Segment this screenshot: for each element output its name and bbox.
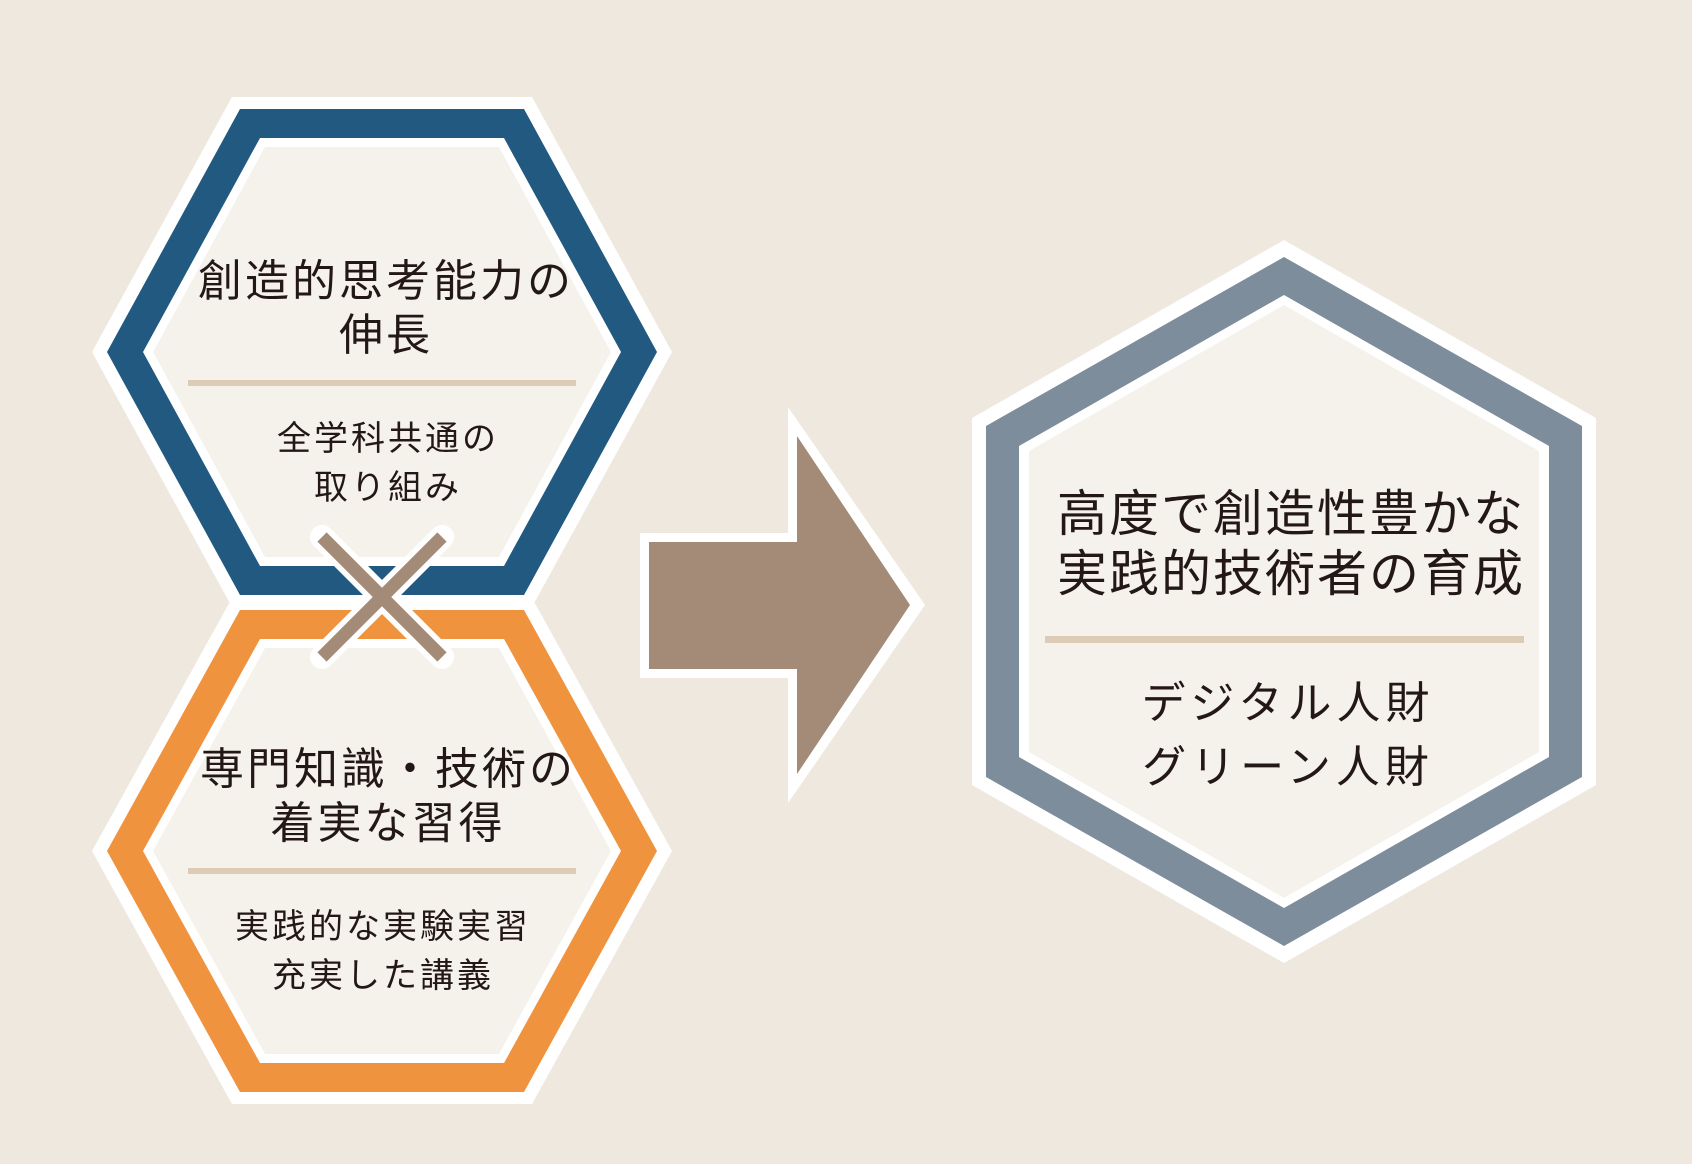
- hexagon-creative-thinking: 創造的思考能力の 伸長 全学科共通の 取り組み: [92, 97, 672, 607]
- heading-line-1: 専門知識・技術の: [200, 744, 576, 795]
- sub-line-1: 実践的な実験実習: [235, 907, 531, 947]
- divider-line: [188, 868, 576, 874]
- heading-line-1: 高度で創造性豊かな: [1057, 485, 1525, 543]
- hexagon-fill: [1029, 305, 1539, 898]
- sub-line-1: 全学科共通の: [277, 419, 499, 459]
- divider-line: [188, 380, 576, 386]
- hexagon-specialized-knowledge: 専門知識・技術の 着実な習得 実践的な実験実習 充実した講義: [92, 598, 672, 1104]
- heading-line-2: 着実な習得: [271, 798, 506, 849]
- heading-line-2: 伸長: [339, 310, 433, 361]
- heading-line-2: 実践的技術者の育成: [1057, 545, 1525, 603]
- sub-line-1: デジタル人財: [1141, 678, 1434, 729]
- sub-line-2: 充実した講義: [272, 956, 494, 996]
- sub-line-2: 取り組み: [314, 468, 462, 508]
- hexagon-goal: 高度で創造性豊かな 実践的技術者の育成 デジタル人財 グリーン人財: [972, 240, 1596, 963]
- sub-line-2: グリーン人財: [1142, 742, 1434, 793]
- heading-line-1: 創造的思考能力の: [198, 256, 574, 307]
- right-arrow-icon: [640, 407, 925, 803]
- arrow-body: [649, 436, 910, 774]
- multiply-cross-icon: [310, 525, 454, 669]
- hexagon-fill: [153, 648, 611, 1054]
- divider-line: [1045, 636, 1524, 643]
- hexagon-fill: [153, 147, 611, 557]
